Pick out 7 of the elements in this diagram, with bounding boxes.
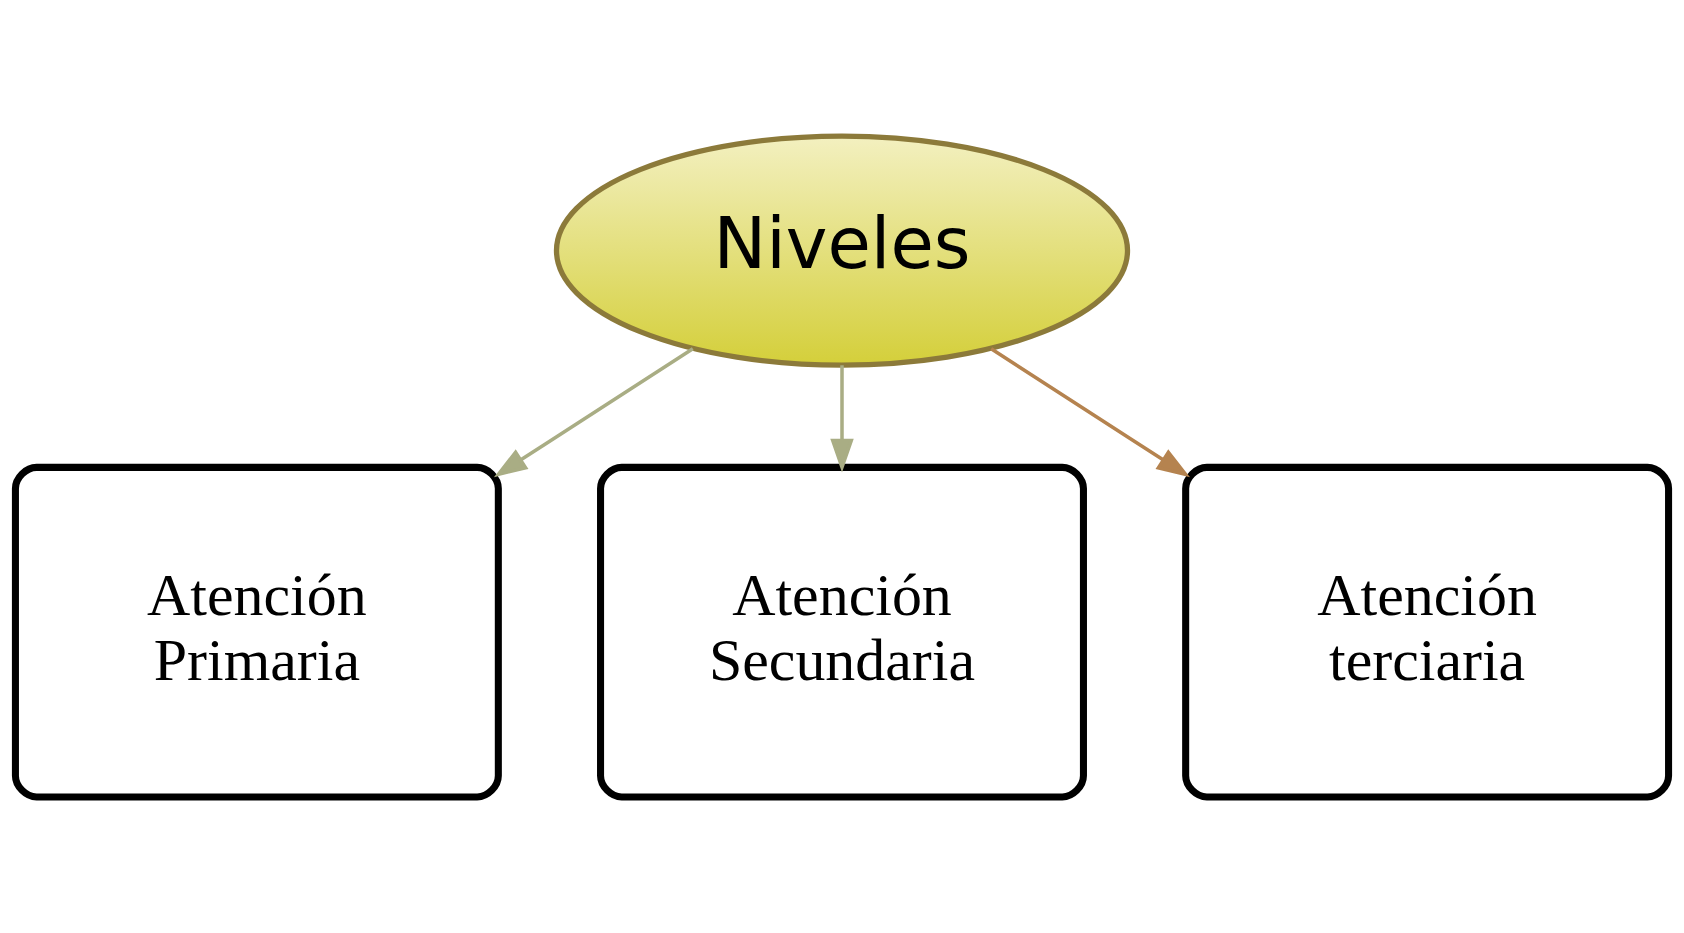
node-box: Atención Primaria [11, 463, 502, 801]
node-box: Atención Secundaria [597, 463, 1087, 801]
node-box: Atención terciaria [1182, 463, 1673, 801]
node-ellipse: Niveles [553, 133, 1131, 368]
arrow [493, 347, 694, 478]
arrow [830, 365, 854, 473]
arrow [990, 347, 1191, 478]
